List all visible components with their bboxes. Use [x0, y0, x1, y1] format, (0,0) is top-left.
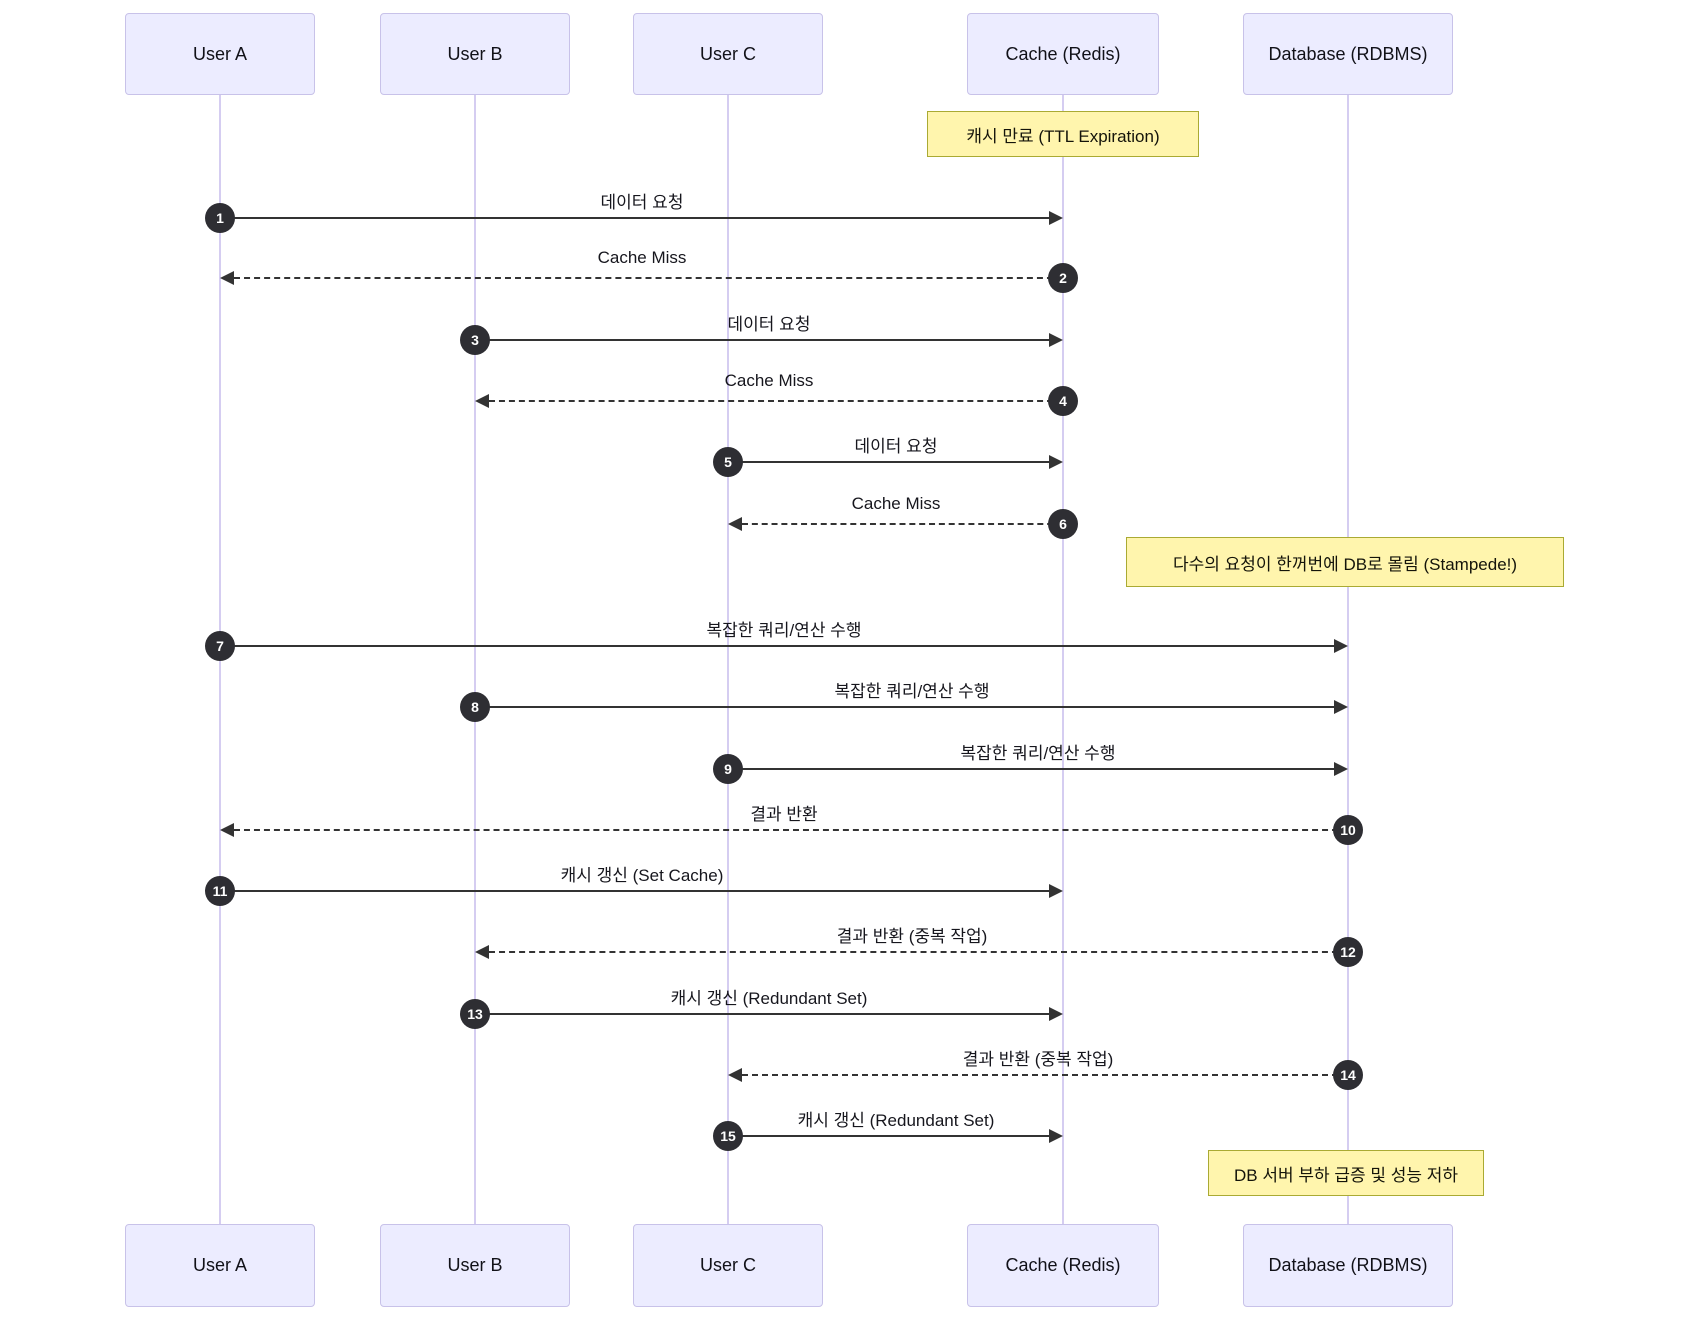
- lifeline-user-c: [727, 95, 729, 1224]
- sequence-number: 3: [460, 325, 490, 355]
- arrowhead-icon: [1334, 639, 1348, 653]
- message-arrow: [489, 400, 1063, 402]
- message-arrow: [475, 1013, 1051, 1015]
- sequence-number: 10: [1333, 815, 1363, 845]
- lifeline-database: [1347, 95, 1349, 1224]
- lifeline-cache: [1062, 95, 1064, 1224]
- sequence-number: 13: [460, 999, 490, 1029]
- message-label: 데이터 요청: [854, 437, 938, 456]
- sequence-number: 2: [1048, 263, 1078, 293]
- sequence-number: 6: [1048, 509, 1078, 539]
- participant-user-c-bottom: User C: [633, 1224, 823, 1307]
- arrowhead-icon: [728, 517, 742, 531]
- participant-cache-top: Cache (Redis): [967, 13, 1159, 95]
- message-label: 캐시 갱신 (Set Cache): [560, 866, 724, 885]
- message-label: 데이터 요청: [727, 315, 811, 334]
- arrowhead-icon: [1049, 1129, 1063, 1143]
- participant-user-b-bottom: User B: [380, 1224, 570, 1307]
- message-label: 캐시 갱신 (Redundant Set): [670, 989, 868, 1008]
- arrowhead-icon: [1049, 1007, 1063, 1021]
- message-arrow: [220, 890, 1051, 892]
- sequence-number: 1: [205, 203, 235, 233]
- message-arrow: [475, 706, 1336, 708]
- participant-user-b-top: User B: [380, 13, 570, 95]
- sequence-number: 7: [205, 631, 235, 661]
- note-stampede: 다수의 요청이 한꺼번에 DB로 몰림 (Stampede!): [1126, 537, 1564, 587]
- message-label: 복잡한 쿼리/연산 수행: [834, 682, 990, 701]
- participant-database-bottom: Database (RDBMS): [1243, 1224, 1453, 1307]
- note-db-overload: DB 서버 부하 급증 및 성능 저하: [1208, 1150, 1484, 1196]
- arrowhead-icon: [1334, 762, 1348, 776]
- note-ttl-expiration: 캐시 만료 (TTL Expiration): [927, 111, 1199, 157]
- message-label: 결과 반환 (중복 작업): [962, 1050, 1114, 1069]
- arrowhead-icon: [1049, 333, 1063, 347]
- arrowhead-icon: [1049, 455, 1063, 469]
- message-label: 캐시 갱신 (Redundant Set): [797, 1111, 995, 1130]
- message-arrow: [728, 461, 1051, 463]
- message-label: 데이터 요청: [600, 193, 684, 212]
- sequence-number: 9: [713, 754, 743, 784]
- message-arrow: [728, 1135, 1051, 1137]
- sequence-number: 4: [1048, 386, 1078, 416]
- message-label: Cache Miss: [851, 494, 941, 513]
- message-label: 복잡한 쿼리/연산 수행: [706, 621, 862, 640]
- message-arrow: [489, 951, 1348, 953]
- message-label: Cache Miss: [724, 371, 814, 390]
- message-arrow: [742, 523, 1063, 525]
- sequence-number: 12: [1333, 937, 1363, 967]
- message-arrow: [220, 645, 1336, 647]
- sequence-number: 8: [460, 692, 490, 722]
- participant-database-top: Database (RDBMS): [1243, 13, 1453, 95]
- sequence-number: 11: [205, 876, 235, 906]
- message-arrow: [234, 277, 1063, 279]
- arrowhead-icon: [728, 1068, 742, 1082]
- lifeline-user-b: [474, 95, 476, 1224]
- participant-cache-bottom: Cache (Redis): [967, 1224, 1159, 1307]
- arrowhead-icon: [1049, 211, 1063, 225]
- participant-user-a-top: User A: [125, 13, 315, 95]
- message-arrow: [234, 829, 1348, 831]
- message-arrow: [475, 339, 1051, 341]
- message-label: 결과 반환 (중복 작업): [836, 927, 988, 946]
- arrowhead-icon: [220, 271, 234, 285]
- participant-user-c-top: User C: [633, 13, 823, 95]
- arrowhead-icon: [475, 394, 489, 408]
- message-label: 복잡한 쿼리/연산 수행: [960, 744, 1116, 763]
- arrowhead-icon: [475, 945, 489, 959]
- message-arrow: [728, 768, 1336, 770]
- message-arrow: [742, 1074, 1348, 1076]
- arrowhead-icon: [220, 823, 234, 837]
- arrowhead-icon: [1049, 884, 1063, 898]
- arrowhead-icon: [1334, 700, 1348, 714]
- message-arrow: [220, 217, 1051, 219]
- sequence-number: 15: [713, 1121, 743, 1151]
- sequence-number: 14: [1333, 1060, 1363, 1090]
- message-label: Cache Miss: [597, 248, 687, 267]
- participant-user-a-bottom: User A: [125, 1224, 315, 1307]
- sequence-number: 5: [713, 447, 743, 477]
- message-label: 결과 반환: [750, 805, 818, 824]
